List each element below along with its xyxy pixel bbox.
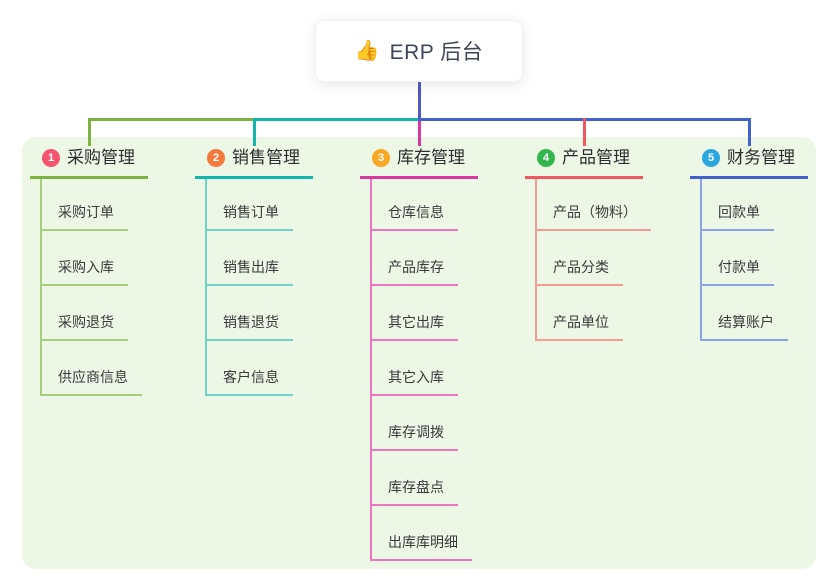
branch-node-1[interactable]: 1 采购管理 (30, 146, 148, 179)
branch-node-5[interactable]: 5 财务管理 (690, 146, 808, 179)
branch-label: 采购管理 (67, 148, 135, 167)
child-node[interactable]: 产品单位 (535, 312, 623, 341)
child-node[interactable]: 客户信息 (205, 367, 293, 396)
branch-child-connector (370, 179, 372, 561)
branch-child-connector (700, 179, 702, 341)
root-node[interactable]: 👍 ERP 后台 (315, 20, 523, 82)
branch-number-badge: 1 (42, 149, 60, 167)
branches-panel (22, 137, 816, 569)
child-node[interactable]: 其它入库 (370, 367, 458, 396)
child-node[interactable]: 产品（物料） (535, 202, 651, 231)
child-node[interactable]: 结算账户 (700, 312, 788, 341)
branch-number-badge: 5 (702, 149, 720, 167)
child-node[interactable]: 采购订单 (40, 202, 128, 231)
child-node[interactable]: 库存调拨 (370, 422, 458, 451)
branch-label: 产品管理 (562, 148, 630, 167)
child-node[interactable]: 销售退货 (205, 312, 293, 341)
child-node[interactable]: 销售订单 (205, 202, 293, 231)
branch-label: 销售管理 (232, 148, 300, 167)
branch-child-connector (535, 179, 537, 341)
child-node[interactable]: 库存盘点 (370, 477, 458, 506)
root-label: ERP 后台 (389, 41, 484, 64)
branch-node-3[interactable]: 3 库存管理 (360, 146, 478, 179)
child-node[interactable]: 销售出库 (205, 257, 293, 286)
child-node[interactable]: 采购入库 (40, 257, 128, 286)
branch-number-badge: 3 (372, 149, 390, 167)
child-node[interactable]: 仓库信息 (370, 202, 458, 231)
child-node[interactable]: 采购退货 (40, 312, 128, 341)
child-node[interactable]: 出库库明细 (370, 532, 472, 561)
branch-child-connector (40, 179, 42, 396)
child-node[interactable]: 产品库存 (370, 257, 458, 286)
child-node[interactable]: 产品分类 (535, 257, 623, 286)
branch-number-badge: 2 (207, 149, 225, 167)
child-node[interactable]: 付款单 (700, 257, 774, 286)
child-node[interactable]: 其它出库 (370, 312, 458, 341)
branch-node-4[interactable]: 4 产品管理 (525, 146, 643, 179)
branch-number-badge: 4 (537, 149, 555, 167)
child-node[interactable]: 供应商信息 (40, 367, 142, 396)
branch-child-connector (205, 179, 207, 396)
thumbs-up-icon: 👍 (354, 40, 380, 62)
branch-label: 财务管理 (727, 148, 795, 167)
branch-node-2[interactable]: 2 销售管理 (195, 146, 313, 179)
branch-label: 库存管理 (397, 148, 465, 167)
child-node[interactable]: 回款单 (700, 202, 774, 231)
